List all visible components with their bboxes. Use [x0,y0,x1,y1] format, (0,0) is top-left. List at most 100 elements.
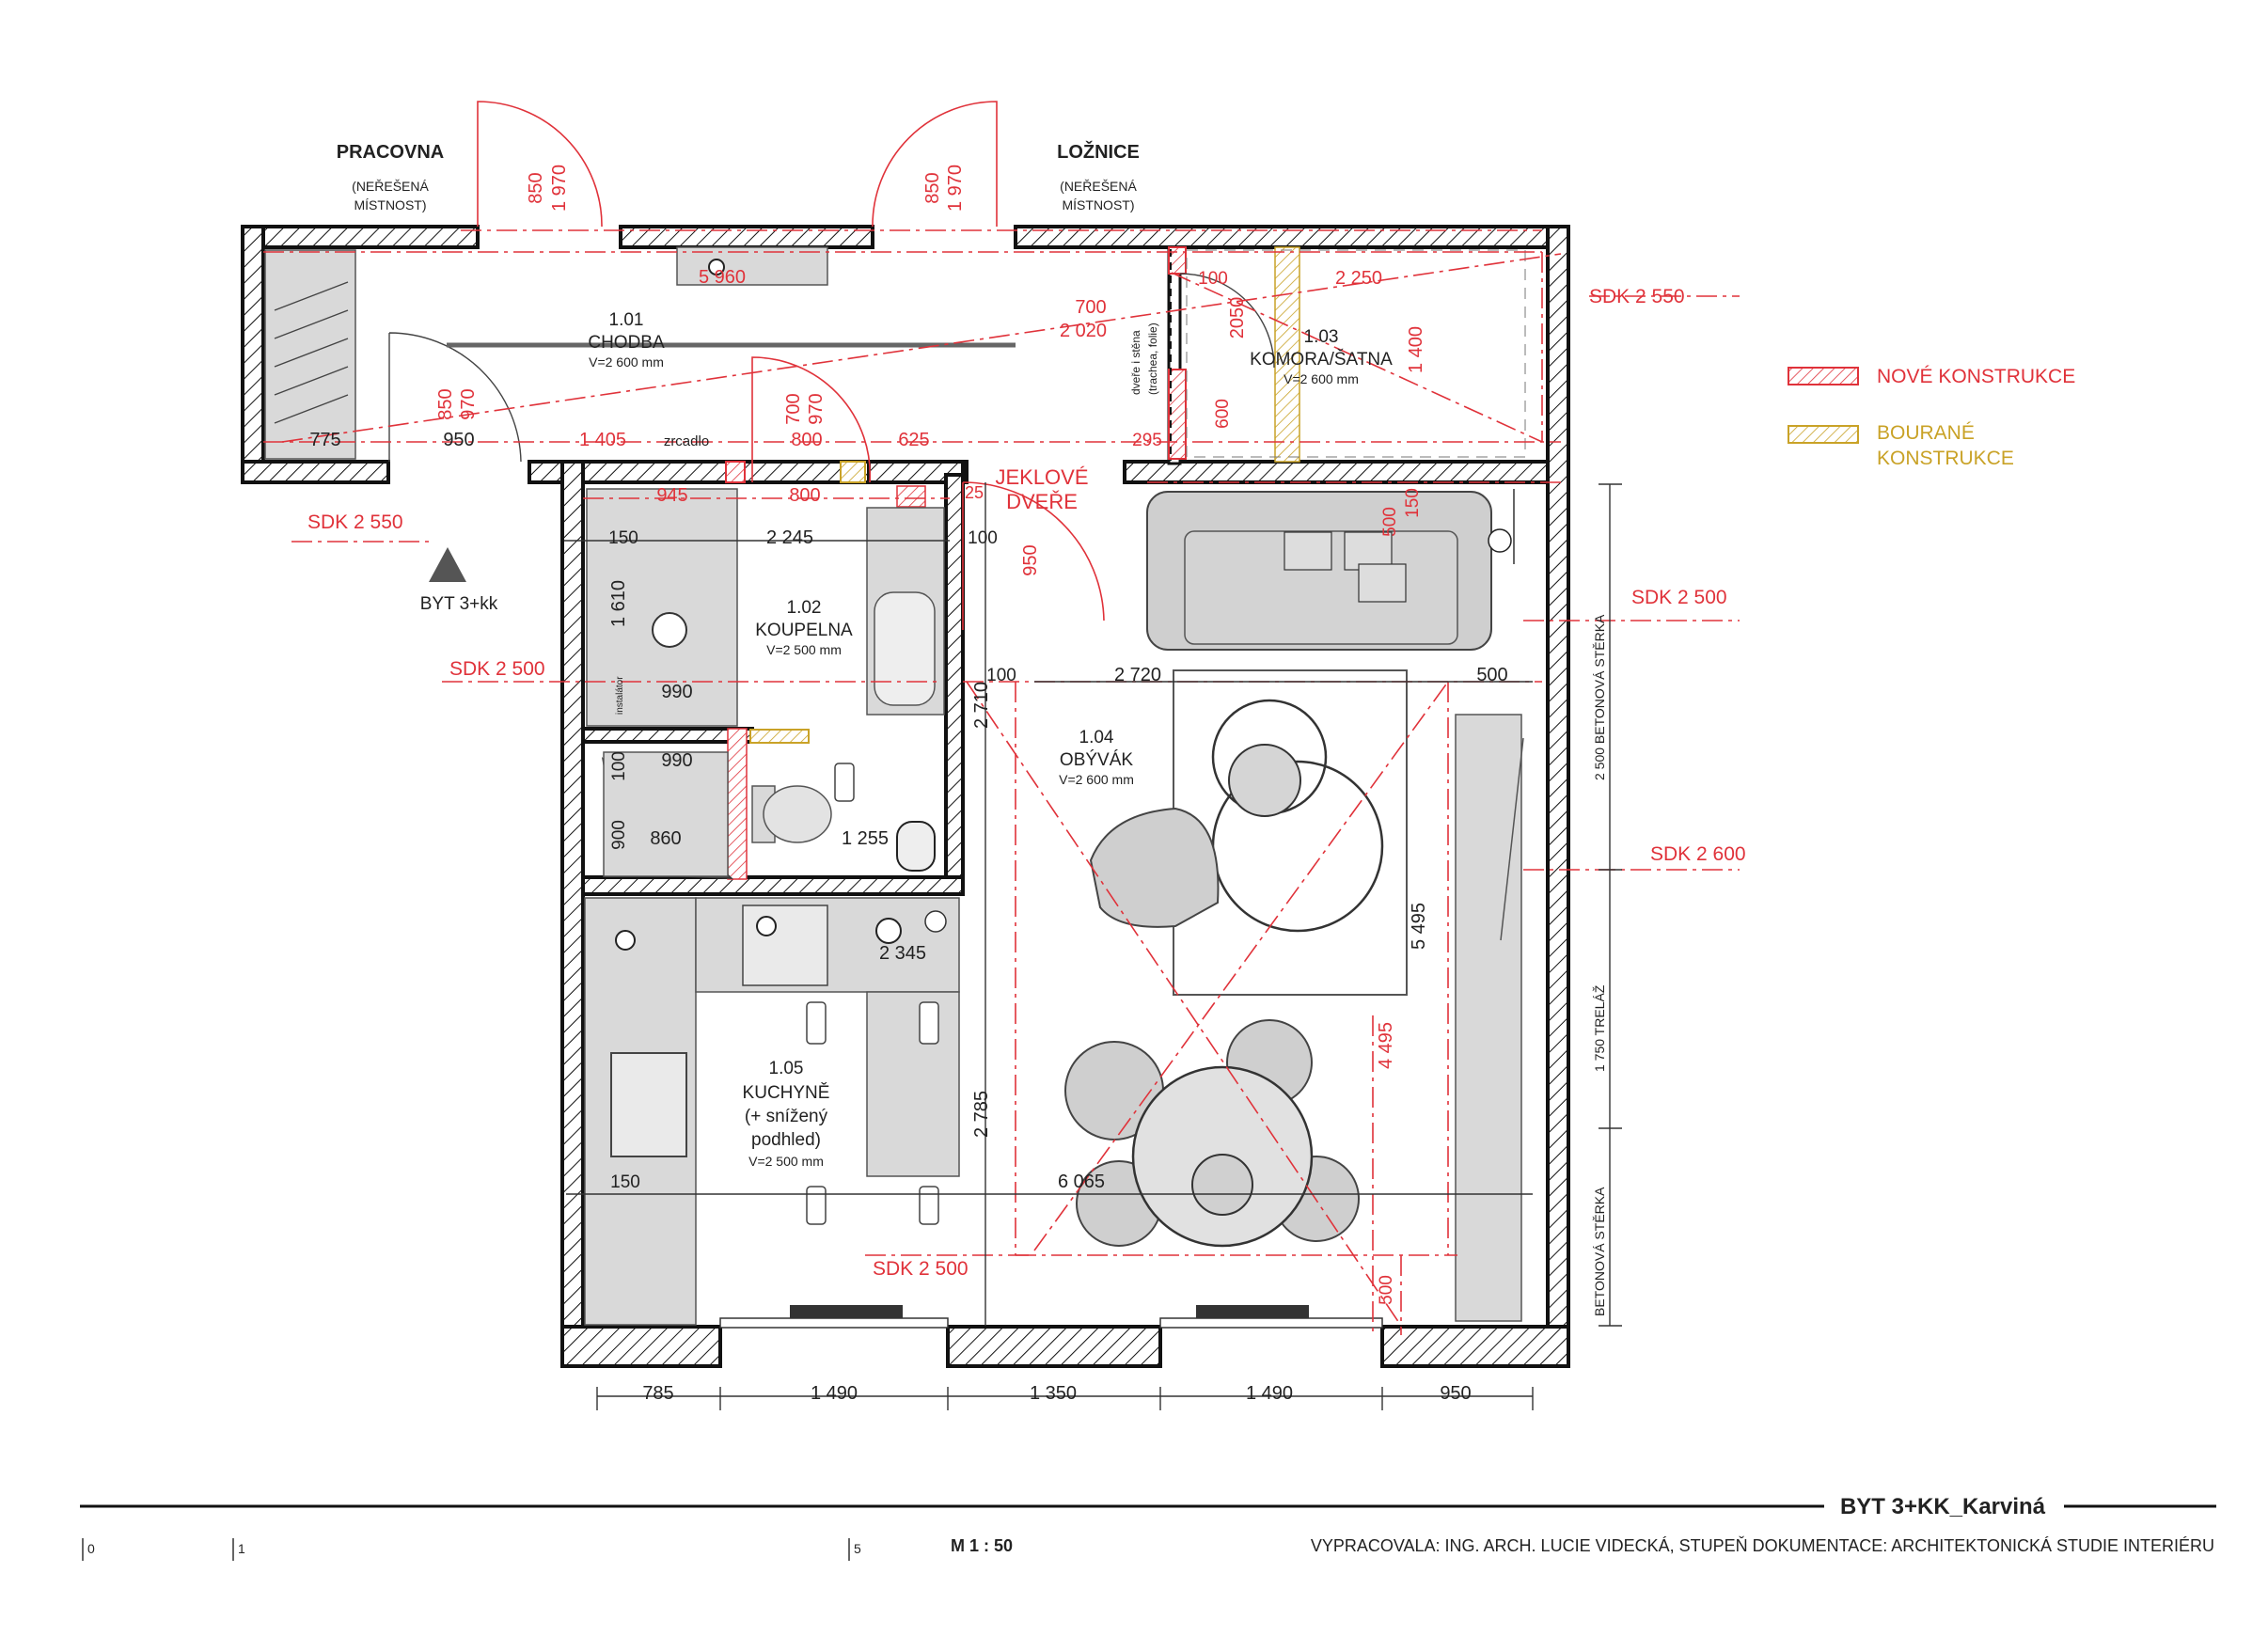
legend-new-swatch [1788,367,1859,385]
room-104-number: 1.04 [1079,728,1114,747]
room-103-height: V=2 600 mm [1284,371,1359,386]
pracovna-note-2: MÍSTNOST) [354,197,427,212]
room-105-line2: (+ snížený [745,1107,828,1126]
dim-black: 775 [309,430,340,450]
dim-black: 100 [609,751,629,781]
new-constructions [725,246,1187,880]
scale-bar-tick-5: 5 [854,1541,861,1556]
dim-red: 800 [789,485,820,506]
legend-demolished-swatch [1788,425,1859,444]
pracovna-label: PRACOVNA [337,142,444,163]
dim-red: 1 970 [549,165,570,212]
dim-black-bottom: 950 [1440,1383,1471,1404]
labels: PRACOVNA (NEŘEŠENÁ MÍSTNOST) LOŽNICE (NE… [87,140,2214,1556]
dim-black: 2 720 [1114,665,1161,685]
room-102-height: V=2 500 mm [766,642,842,657]
legend-demolished-label-2: KONSTRUKCE [1877,448,2014,469]
dim-black: 1 255 [842,828,889,849]
sdk-label-b: SDK 2 550 [307,511,403,533]
room-102-number: 1.02 [787,598,822,618]
sdk-label-f: SDK 2 500 [873,1258,969,1280]
dim-red: 850 [922,172,943,203]
scale-bar-tick-0: 0 [87,1541,95,1556]
dim-red: 625 [898,430,929,450]
room-105-name: KUCHYNĚ [743,1082,830,1103]
sdk-label-d: SDK 2 500 [449,658,545,680]
dim-red: 25 [965,483,984,502]
dim-red: 2 250 [1335,268,1382,289]
steel-door-label-1: JEKLOVÉ [995,465,1088,489]
dim-black-bottom: 785 [642,1383,673,1404]
black-dimension-lines [564,482,1622,1410]
scale-label: M 1 : 50 [951,1536,1013,1555]
dim-red: 4 495 [1376,1022,1396,1069]
room-104-name: OBÝVÁK [1060,750,1133,770]
sdk-label-c: SDK 2 500 [1631,587,1727,608]
scale-bar-tick-1: 1 [238,1541,245,1556]
room-101-height: V=2 600 mm [589,354,664,370]
mirror-label: zrcadlo [664,433,709,449]
dim-red: 1 405 [579,430,626,450]
dim-red: 1 970 [945,165,966,212]
dim-black: 100 [968,528,998,548]
dim-red: 600 [1213,399,1233,429]
room-103-number: 1.03 [1304,327,1339,347]
dim-red: 700 [1075,297,1106,318]
room-104-height: V=2 600 mm [1059,772,1134,787]
dim-black: 990 [661,750,692,771]
dim-red: 950 [1020,544,1041,575]
dim-black: 5 495 [1409,903,1429,950]
concrete-note-2: BETONOVÁ STĚRKA [1592,1187,1607,1316]
installer-note: instalátor [615,676,625,715]
room-101-name: CHODBA [588,333,665,353]
dim-red: 970 [458,388,479,419]
dim-red: 2 020 [1060,321,1107,341]
sdk-label-e: SDK 2 600 [1650,843,1746,865]
dim-black: 900 [609,820,629,850]
dim-black: 6 065 [1058,1172,1105,1192]
dim-red: 100 [1198,269,1228,289]
credits-label: VYPRACOVALA: ING. ARCH. LUCIE VIDECKÁ, S… [1311,1536,2214,1555]
dim-red: 5 960 [699,267,746,288]
legend-new-label: NOVÉ KONSTRUKCE [1877,366,2075,387]
sdk-label-a: SDK 2 550 [1589,286,1685,307]
title-block [80,1504,2216,1561]
demolished-constructions [749,246,1300,744]
dim-black: 150 [610,1172,640,1192]
pracovna-note-1: (NEŘEŠENÁ [352,179,429,194]
dim-black-bottom: 1 350 [1030,1383,1077,1404]
dim-black: 950 [443,430,474,450]
dim-black: 150 [608,528,638,548]
dim-black: 990 [661,682,692,702]
dim-black: 2 245 [766,527,813,548]
room-105-height: V=2 500 mm [748,1154,824,1169]
partition-note-1: dveře i stěna [1129,330,1142,395]
dim-red: 700 [783,393,804,424]
room-105-line3: podhled) [751,1130,821,1150]
dim-red: 150 [1403,488,1423,518]
furniture [264,246,1526,1329]
dim-red: 800 [791,430,822,450]
dim-black: 100 [986,666,1016,685]
loznice-label: LOŽNICE [1057,140,1140,163]
steel-door-label-2: DVEŘE [1006,490,1078,513]
dim-black-bottom: 1 490 [1246,1383,1293,1404]
room-105-number: 1.05 [769,1059,804,1078]
partition-note-2: (trachea, folie) [1146,322,1159,395]
legend-demolished-label-1: BOURANÉ [1877,422,1975,444]
dim-black: 860 [650,828,681,849]
dim-red: 2050 [1227,297,1248,339]
room-103-name: KOMORA/ŠATNA [1250,349,1393,370]
loznice-note-1: (NEŘEŠENÁ [1060,179,1137,194]
dim-red: 295 [1132,431,1162,450]
room-101-number: 1.01 [609,310,644,330]
dim-black: 1 610 [608,580,629,627]
concrete-note-1: 2 500 BETONOVÁ STĚRKA [1592,614,1607,780]
walls [241,225,1570,1368]
dim-black-bottom: 1 490 [811,1383,858,1404]
dim-black: 2 710 [971,682,992,729]
dim-red: 850 [526,172,546,203]
dim-red: 970 [806,393,827,424]
dim-red: 1 400 [1406,326,1426,373]
